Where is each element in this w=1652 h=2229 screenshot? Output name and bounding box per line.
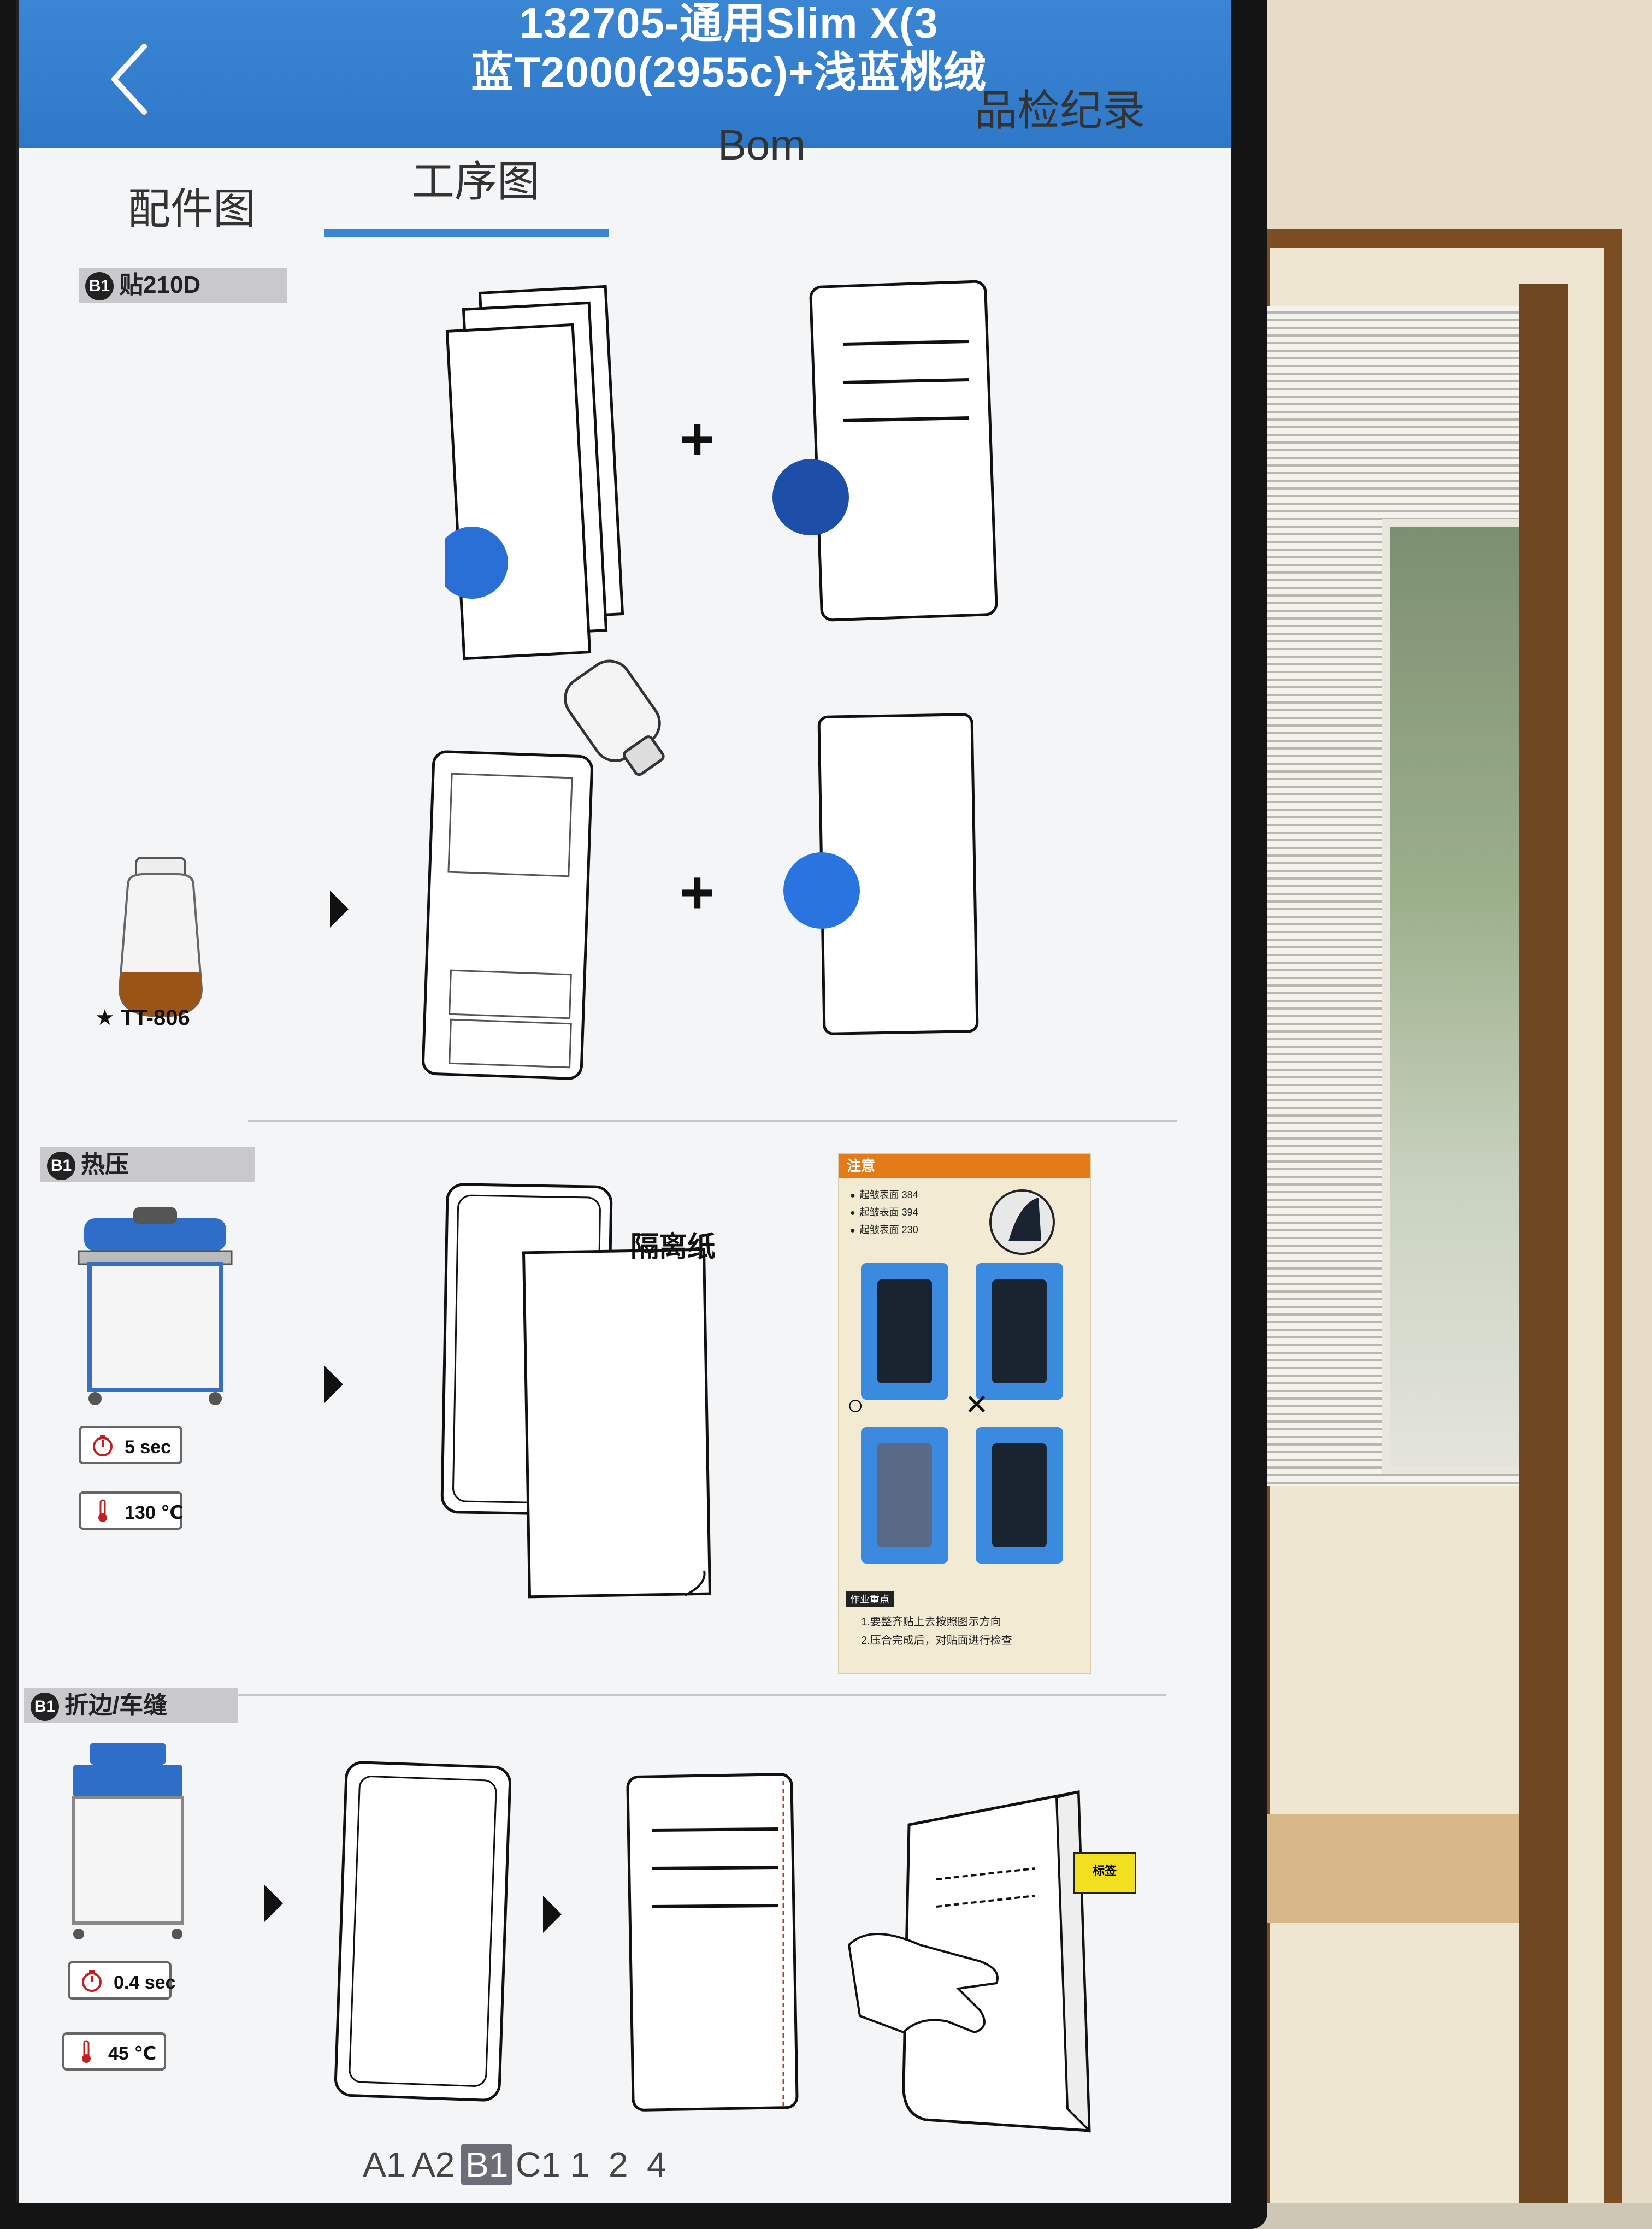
card-note-line: 2.压合完成后，对贴面进行检查 (861, 1635, 1012, 1647)
hand-folding-illustration (847, 1790, 1091, 2133)
pager-item-1[interactable]: 1 (570, 2145, 590, 2184)
section-title: 贴210D (119, 272, 201, 298)
blue-dot-marker (772, 459, 849, 535)
page-title-line-2: 蓝T2000(2955c)+浅蓝桃绒 (471, 48, 987, 96)
tab-quality-record[interactable]: 品检纪录 (975, 86, 1146, 134)
window-glass (1382, 519, 1534, 1474)
fold-temperature-field: 45 ℃ (62, 2032, 166, 2071)
card-bullet-list: 起皱表面 384 起皱表面 394 起皱表面 230 (850, 1187, 918, 1239)
step-number-badge: B1 (47, 1152, 75, 1181)
section-title: 热压 (81, 1151, 129, 1178)
glue-bottle-icon (118, 857, 203, 1018)
folding-machine-icon (72, 1743, 184, 1939)
inner-panel-illustration (772, 280, 998, 622)
door-jamb (1519, 284, 1568, 2203)
step-number-badge: B1 (31, 1693, 59, 1721)
fold-time-value: 0.4 sec (114, 1972, 176, 1993)
fold-temperature-value: 45 ℃ (108, 2043, 157, 2064)
card-note-line: 1.要整齐贴上去按照图示方向 (861, 1616, 1001, 1628)
tab-bom[interactable]: Bom (718, 121, 806, 169)
pager-item-a2[interactable]: A2 (412, 2145, 455, 2184)
panel-with-glue-illustration (783, 713, 979, 1035)
magnify-detail-icon (989, 1189, 1055, 1255)
press-time-value: 5 sec (125, 1437, 172, 1458)
blue-dot-marker (445, 527, 508, 599)
back-arrow-icon[interactable] (101, 38, 161, 120)
sample-pad-photo (976, 1263, 1063, 1400)
step-number-badge: B1 (85, 272, 114, 301)
fabric-layers-illustration (445, 285, 624, 661)
pager-item-c1[interactable]: C1 (516, 2145, 560, 2184)
sample-pad-photo (976, 1427, 1063, 1564)
glue-application-illustration (422, 659, 665, 1080)
plus-sign: + (680, 405, 715, 473)
fold-time-field: 0.4 sec (68, 1961, 176, 2000)
section-title: 折边/车缝 (64, 1692, 168, 1719)
card-header: 注意 (839, 1154, 1090, 1178)
yellow-label-tag: 标签 (1073, 1852, 1136, 1894)
press-temperature-value: 130 ℃ (125, 1502, 184, 1523)
active-tab-indicator (324, 229, 609, 237)
press-time-field: 5 sec (79, 1426, 182, 1464)
section-divider (248, 1120, 1177, 1122)
pager-item-4[interactable]: 4 (647, 2145, 666, 2184)
instruction-photo-card: 注意 起皱表面 384 起皱表面 394 起皱表面 230 ○ ✕ 作业重点 1… (838, 1153, 1092, 1674)
heat-press-machine-icon (78, 1207, 233, 1405)
card-bullet: 起皱表面 384 (850, 1187, 918, 1204)
blue-dot-marker (783, 852, 860, 929)
card-bullet: 起皱表面 394 (850, 1204, 918, 1222)
sample-pad-photo (861, 1263, 948, 1400)
step-arrow-icon (330, 891, 349, 928)
tab-process-diagram[interactable]: 工序图 (412, 157, 540, 205)
ng-mark-icon: ✕ (965, 1389, 989, 1421)
pager-item-a1[interactable]: A1 (363, 2145, 406, 2184)
release-paper-illustration (440, 1183, 712, 1599)
tab-parts-diagram[interactable]: 配件图 (128, 185, 256, 233)
sewn-panel-illustration (626, 1773, 799, 2112)
ok-mark-icon: ○ (847, 1389, 864, 1421)
card-bullet: 起皱表面 230 (850, 1222, 918, 1239)
step-arrow-icon (543, 1896, 562, 1933)
step-arrow-icon (264, 1885, 283, 1922)
tab-bar: 配件图 工序图 Bom 品检纪录 (19, 86, 1231, 246)
pager-item-b1[interactable]: B1 (461, 2144, 513, 2185)
timer-icon (93, 1435, 113, 1456)
page-title-line-1: 132705-通用Slim X(3 (519, 0, 939, 47)
card-notes: 1.要整齐贴上去按照图示方向 2.压合完成后，对贴面进行检查 (861, 1613, 1012, 1650)
folded-panel-illustration (334, 1761, 512, 2102)
app-screen: 132705-通用Slim X(3 蓝T2000(2955c)+浅蓝桃绒 配件图… (16, 0, 1231, 2203)
section-divider (237, 1694, 1166, 1696)
pager-item-2[interactable]: 2 (609, 2145, 628, 2184)
card-note-tag: 作业重点 (846, 1591, 894, 1607)
thermometer-icon (82, 2040, 91, 2063)
window-sill (1218, 1814, 1535, 1923)
step-arrow-icon (324, 1366, 343, 1403)
release-paper-label: 隔离纸 (630, 1231, 716, 1263)
press-temperature-field: 130 ℃ (79, 1491, 184, 1530)
plus-sign: + (680, 859, 715, 926)
sample-pad-photo (861, 1427, 948, 1564)
timer-icon (82, 1970, 102, 1992)
thermometer-icon (98, 1499, 107, 1522)
glue-type-label: ★ TT-806 (95, 1006, 190, 1030)
app-header: 132705-通用Slim X(3 蓝T2000(2955c)+浅蓝桃绒 (19, 0, 1231, 148)
